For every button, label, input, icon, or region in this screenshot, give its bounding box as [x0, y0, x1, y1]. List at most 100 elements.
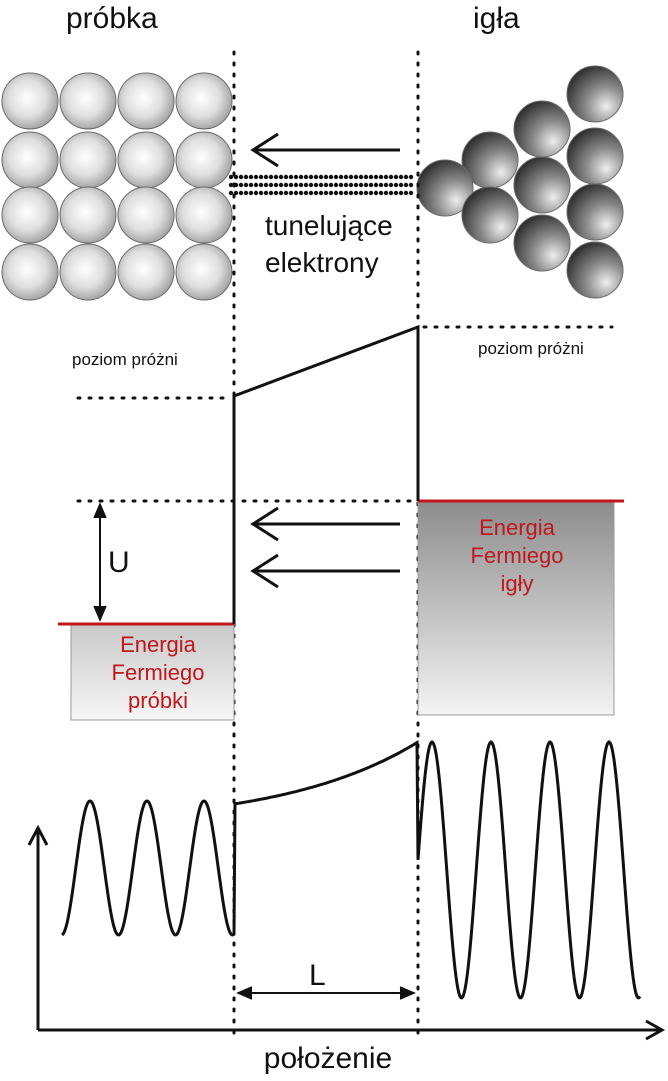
sample-atom: [117, 131, 175, 189]
tip-label: igła: [473, 2, 520, 35]
tip-fermi-label-line1: Energia: [479, 515, 556, 540]
electron-dot: [383, 174, 389, 180]
electron-wave-function: [61, 739, 642, 1000]
tip-atom: [566, 241, 624, 299]
tip-atom: [513, 100, 571, 158]
electron-dot: [303, 174, 309, 180]
electron-dot: [298, 190, 304, 196]
electron-dot: [338, 182, 344, 188]
electron-dot: [368, 174, 374, 180]
electron-dot: [313, 182, 319, 188]
electron-dot: [318, 182, 324, 188]
electron-dot: [378, 174, 384, 180]
electron-dot: [393, 190, 399, 196]
electron-dot: [298, 182, 304, 188]
electron-dot: [243, 174, 249, 180]
electron-dot: [278, 190, 284, 196]
electron-dot: [328, 182, 334, 188]
electron-dot: [248, 190, 254, 196]
electron-dot: [293, 174, 299, 180]
electron-dot: [388, 190, 394, 196]
tunneling-electron-stream: [228, 174, 414, 196]
electron-dot: [258, 174, 264, 180]
electron-dot: [233, 190, 239, 196]
electron-dot: [288, 190, 294, 196]
gap-width-arrow: [236, 986, 416, 1000]
tip-atom: [416, 159, 474, 217]
electron-dot: [363, 174, 369, 180]
electron-dot: [253, 190, 259, 196]
tunneling-arrow-top: [250, 132, 400, 168]
electron-dot: [248, 174, 254, 180]
electron-dot: [293, 190, 299, 196]
sample-label: próbka: [66, 2, 158, 35]
electron-dot: [388, 182, 394, 188]
electron-dot: [283, 182, 289, 188]
electron-dot: [408, 182, 414, 188]
electron-dot: [303, 182, 309, 188]
sample-atom: [117, 186, 175, 244]
electron-dot: [328, 174, 334, 180]
tip-fermi-label-line3: igły: [500, 571, 533, 596]
electron-dot: [313, 174, 319, 180]
electron-dot: [328, 190, 334, 196]
electron-dot: [273, 182, 279, 188]
sample-atom: [1, 243, 59, 301]
electron-dot: [268, 190, 274, 196]
tunneling-label-line2: elektrony: [265, 247, 379, 278]
electron-dot: [228, 174, 234, 180]
electron-dot: [243, 182, 249, 188]
electron-dot: [318, 174, 324, 180]
sample-atom: [1, 72, 59, 130]
electron-dot: [308, 174, 314, 180]
position-axis: [38, 1019, 666, 1041]
electron-dot: [238, 174, 244, 180]
electron-dot: [358, 190, 364, 196]
tip-atom: [566, 183, 624, 241]
electron-dot: [358, 182, 364, 188]
sample-fermi-label-line2: Fermiego: [112, 660, 205, 685]
electron-dot: [258, 190, 264, 196]
electron-dot: [323, 190, 329, 196]
electron-dot: [353, 190, 359, 196]
electron-dot: [283, 190, 289, 196]
electron-dot: [253, 174, 259, 180]
electron-dot: [398, 182, 404, 188]
electron-dot: [323, 182, 329, 188]
tip-atom: [566, 65, 624, 123]
electron-dot: [363, 182, 369, 188]
tip-atom: [566, 127, 624, 185]
electron-dot: [373, 182, 379, 188]
electron-dot: [348, 174, 354, 180]
sample-atom: [175, 243, 233, 301]
electron-dot: [398, 174, 404, 180]
electron-dot: [378, 190, 384, 196]
electron-dot: [398, 190, 404, 196]
sample-atom: [59, 186, 117, 244]
electron-dot: [228, 182, 234, 188]
tunneling-arrow-middle-1: [250, 506, 400, 542]
electron-dot: [333, 190, 339, 196]
electron-dot: [303, 190, 309, 196]
electron-dot: [243, 190, 249, 196]
electron-dot: [248, 182, 254, 188]
electron-dot: [403, 174, 409, 180]
sample-atom: [1, 186, 59, 244]
electron-dot: [308, 190, 314, 196]
electron-dot: [373, 190, 379, 196]
electron-dot: [298, 174, 304, 180]
electron-dot: [408, 190, 414, 196]
electron-dot: [263, 174, 269, 180]
electron-dot: [393, 174, 399, 180]
electron-dot: [383, 190, 389, 196]
electron-dot: [393, 182, 399, 188]
sample-atom: [175, 186, 233, 244]
electron-dot: [268, 174, 274, 180]
electron-dot: [283, 174, 289, 180]
sample-atom: [59, 243, 117, 301]
electron-dot: [278, 174, 284, 180]
tip-atom: [513, 214, 571, 272]
electron-dot: [313, 190, 319, 196]
sample-atom: [175, 72, 233, 130]
electron-dot: [353, 182, 359, 188]
